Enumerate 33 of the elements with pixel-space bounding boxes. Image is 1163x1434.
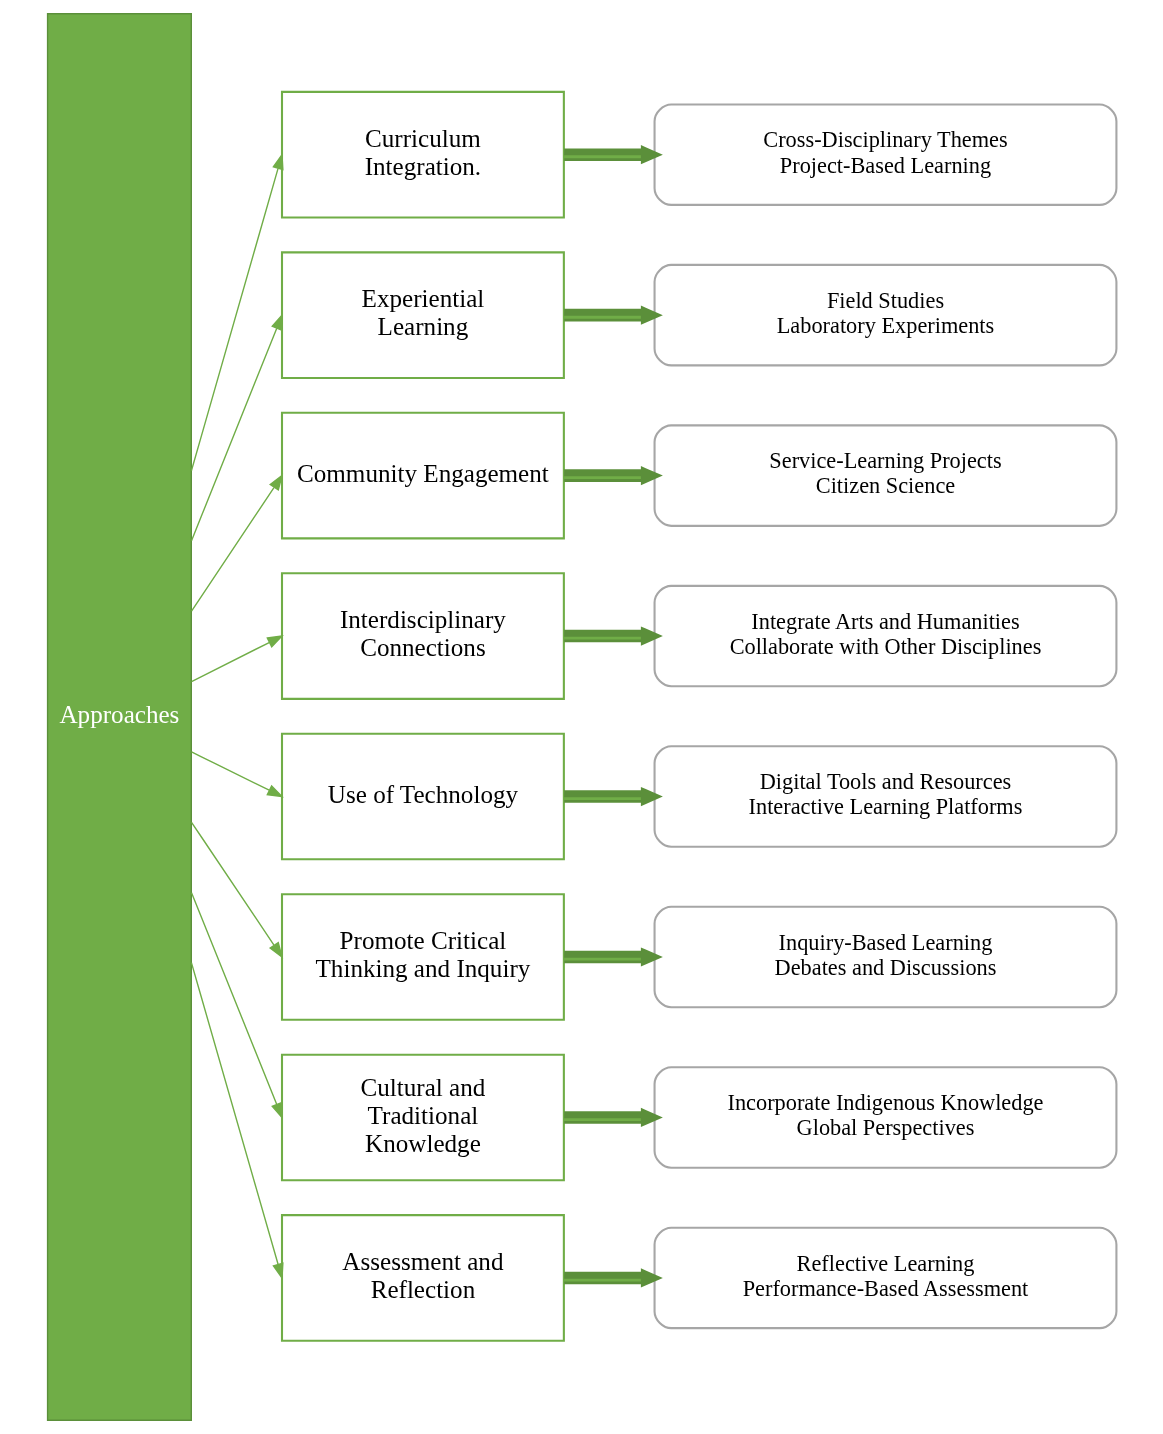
- arrow: [190, 821, 283, 959]
- node-box: Cross-Disciplinary Themes Project-Based Learning: [653, 103, 1117, 206]
- node-box: Curriculum Integration.: [280, 90, 565, 219]
- arrow: [190, 891, 283, 1120]
- node-box: Service-Learning Projects Citizen Science: [653, 424, 1117, 527]
- node-box: Integrate Arts and Humanities Collaborate with Other Disciplines: [653, 584, 1117, 688]
- arrow: [190, 313, 283, 542]
- arrow: [563, 947, 663, 967]
- arrow: [563, 305, 663, 325]
- node-box: Reflective Learning Performance-Based Assessment: [653, 1226, 1117, 1330]
- node-box: Promote Critical Thinking and Inquiry: [280, 893, 565, 1021]
- node-box: Incorporate Indigenous Knowledge Global Perspectives: [653, 1066, 1117, 1169]
- node-box: Approaches: [46, 13, 192, 1421]
- node-box: Field Studies Laboratory Experiments: [653, 263, 1117, 367]
- node-box: Inquiry-Based Learning Debates and Discussions: [653, 905, 1117, 1009]
- node-box: Experiential Learning: [280, 251, 565, 379]
- arrow: [190, 961, 284, 1280]
- arrow: [563, 1107, 663, 1128]
- node-box: Use of Technology: [280, 732, 565, 861]
- node-box: Community Engagement: [280, 411, 565, 540]
- arrow: [563, 1268, 663, 1288]
- arrow: [190, 473, 283, 612]
- arrow: [563, 786, 663, 807]
- node-box: Interdisciplinary Connections: [280, 572, 565, 700]
- arrow: [563, 466, 663, 486]
- node-box: Digital Tools and Resources Interactive Learning Platforms: [653, 745, 1117, 848]
- arrow: [190, 751, 284, 798]
- arrow: [190, 635, 284, 683]
- node-box: Cultural and Traditional Knowledge: [280, 1053, 565, 1182]
- arrow: [563, 145, 663, 165]
- node-box: Assessment and Reflection: [280, 1214, 565, 1342]
- arrow: [190, 152, 284, 472]
- arrow: [563, 626, 663, 646]
